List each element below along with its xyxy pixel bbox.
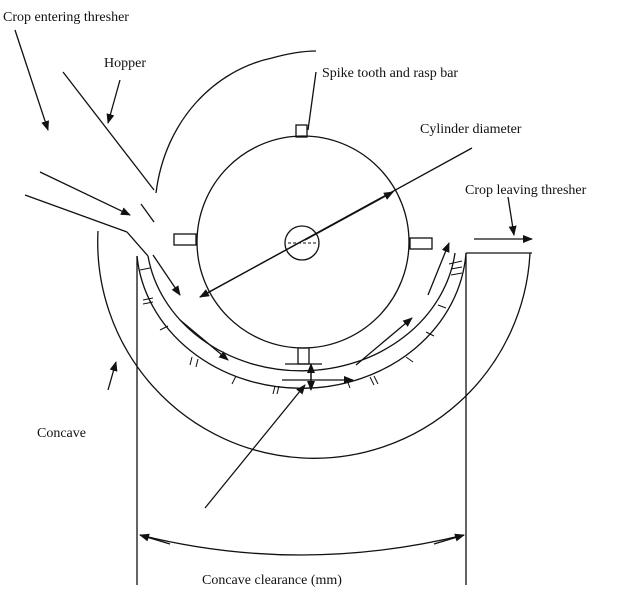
label-concave-clearance: Concave clearance (mm) [202,573,342,588]
label-cylinder-diameter: Cylinder diameter [420,122,522,137]
clearance-dimension-arc [139,534,465,556]
feed-chute-lower [24,194,128,233]
arrow-flow-1 [152,254,181,296]
arrow-flow-2 [179,319,229,361]
arrow-flow-5 [427,242,450,296]
spike-tooth-bottom [297,347,310,365]
label-concave: Concave [37,426,86,441]
label-spike-tooth: Spike tooth and rasp bar [322,66,458,81]
clearance-dim-arrow-right [433,533,465,545]
cylinder-diameter-arrow-2 [304,191,394,241]
concave-inner-band-2 [147,252,456,372]
label-crop-leaving: Crop leaving thresher [465,183,587,198]
spike-tooth-left [173,233,197,246]
leader-crop-entering [14,29,49,131]
feed-chute-upper [140,203,155,223]
leader-spike-tooth [307,71,317,131]
concave-outer-arc [97,230,531,459]
label-hopper: Hopper [104,56,146,71]
hopper-wall [62,71,155,191]
cylinder [196,135,410,349]
arrow-flow-4 [355,317,413,366]
arrow-crop-in [39,171,131,216]
concave-bars [139,260,463,395]
label-crop-entering: Crop entering thresher [3,10,129,25]
concave-inner-band-1 [136,252,467,389]
crop-flow-arrows [39,171,533,384]
feed-chute-lower-end [126,231,149,257]
leader-hopper [106,79,121,124]
clearance-leader [204,384,306,509]
cylinder-shaft [284,225,320,261]
spike-tooth-top [295,124,308,138]
hopper-arc [155,50,317,194]
leader-concave [107,361,118,391]
leader-crop-leaving [507,196,517,236]
clearance-dim-arrow-left [139,533,171,545]
spike-tooth-right [409,237,433,250]
